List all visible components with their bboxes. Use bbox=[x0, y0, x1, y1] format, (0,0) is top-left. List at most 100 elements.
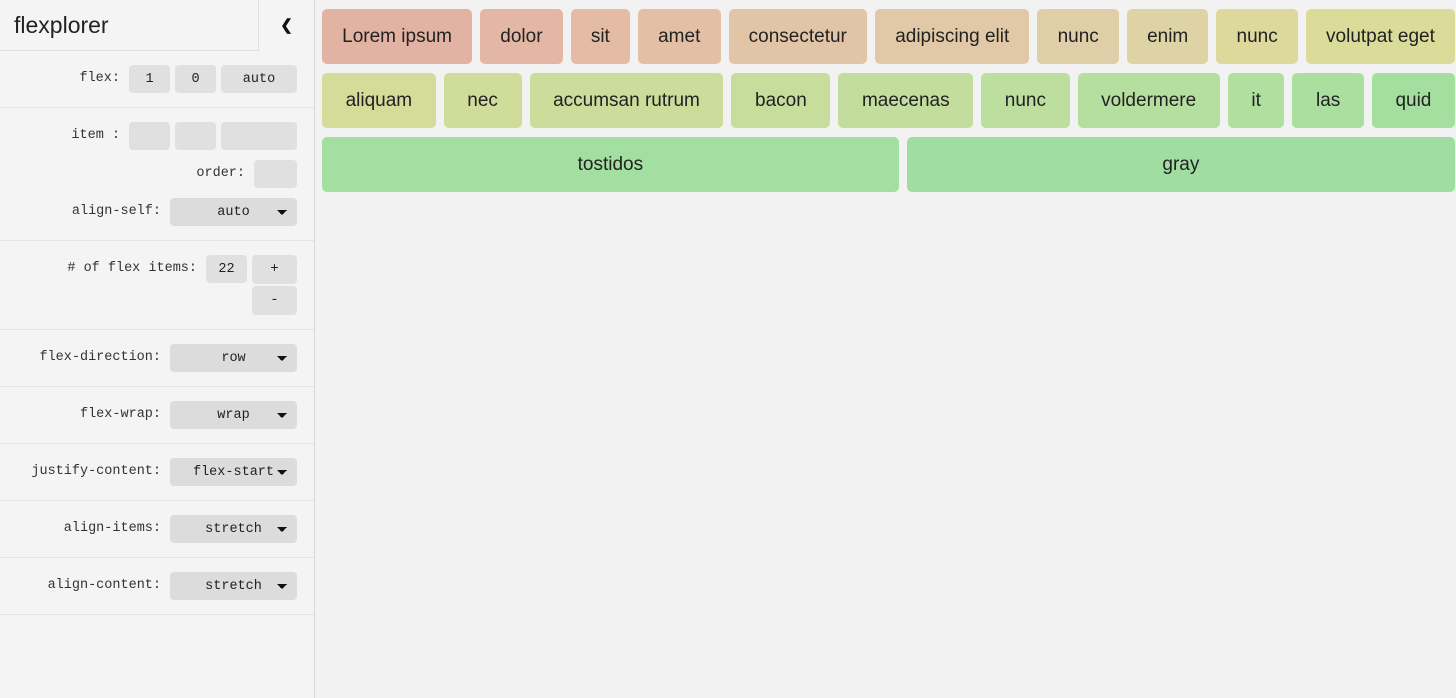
flex-item-label: nec bbox=[467, 89, 498, 111]
sidebar-collapse-button[interactable]: ❮ bbox=[258, 0, 314, 51]
order-input[interactable] bbox=[254, 160, 297, 188]
flex-wrap-select[interactable]: nowrapwrapwrap-reverse bbox=[170, 401, 297, 429]
control-label: item : bbox=[71, 128, 120, 143]
flex-item-label: Lorem ipsum bbox=[342, 25, 452, 47]
sidebar-section-align-content: align-content: flex-startflex-endcentersp… bbox=[0, 558, 314, 615]
flex-item-label: accumsan rutrum bbox=[553, 89, 700, 111]
control-row: item : bbox=[0, 117, 314, 155]
sidebar: flexplorer ❮ flex: item : order: align-self… bbox=[0, 0, 315, 698]
control-group: flex-startflex-endcenterbaselinestretch bbox=[170, 515, 297, 543]
sidebar-section-flex-shorthand: flex: bbox=[0, 51, 314, 108]
flex-item-label: it bbox=[1251, 89, 1261, 111]
control-label: align-self: bbox=[71, 204, 161, 219]
flex-item[interactable]: gray bbox=[906, 137, 1456, 192]
flex-item-label: consectetur bbox=[748, 25, 847, 47]
control-group bbox=[129, 122, 297, 150]
flex-item-label: maecenas bbox=[861, 89, 950, 111]
flex-item-label: gray bbox=[1162, 153, 1200, 175]
control-row: # of flex items: +- bbox=[0, 250, 314, 320]
item-grow-input[interactable] bbox=[129, 122, 170, 150]
flex-item[interactable]: bacon bbox=[731, 73, 831, 128]
flex-container: Lorem ipsum dolor sit amet consectetur adipis… bbox=[322, 9, 1456, 192]
flex-item-label: aliquam bbox=[345, 89, 413, 111]
control-group: flex-startflex-endcenterspace-betweenspa… bbox=[170, 458, 297, 486]
flex-item[interactable]: nunc bbox=[1216, 9, 1298, 64]
flex-item-label: tostidos bbox=[577, 153, 644, 175]
control-group bbox=[129, 65, 297, 93]
flex-item-label: quid bbox=[1395, 89, 1432, 111]
flex-item-label: bacon bbox=[755, 89, 807, 111]
control-group: rowrow-reversecolumncolumn-reverse bbox=[170, 344, 297, 372]
control-label: flex-wrap: bbox=[79, 407, 161, 422]
flex-item[interactable]: adipiscing elit bbox=[875, 9, 1030, 64]
counter-buttons: +- bbox=[252, 255, 297, 315]
flex-item[interactable]: maecenas bbox=[838, 73, 974, 128]
control-group: nowrapwrapwrap-reverse bbox=[170, 401, 297, 429]
flex-item[interactable]: dolor bbox=[480, 9, 563, 64]
flex-item[interactable]: quid bbox=[1371, 73, 1455, 128]
flex-item[interactable]: nunc bbox=[981, 73, 1070, 128]
flex-item-label: enim bbox=[1147, 25, 1189, 47]
flex-item[interactable]: it bbox=[1227, 73, 1285, 128]
flex-item[interactable]: amet bbox=[637, 9, 721, 64]
sidebar-section-align-items: align-items: flex-startflex-endcenterbase… bbox=[0, 501, 314, 558]
flex-item[interactable]: Lorem ipsum bbox=[322, 9, 473, 64]
align-content-select[interactable]: flex-startflex-endcenterspace-betweenspa… bbox=[170, 572, 297, 600]
flex-grow-input[interactable] bbox=[129, 65, 170, 93]
control-label: order: bbox=[196, 166, 245, 181]
chevron-left-icon: ❮ bbox=[280, 17, 293, 34]
control-label: # of flex items: bbox=[67, 261, 197, 276]
flex-item[interactable]: tostidos bbox=[322, 137, 899, 192]
flex-item[interactable]: voldermere bbox=[1077, 73, 1220, 128]
flex-item-count-input[interactable] bbox=[206, 255, 247, 283]
flex-item[interactable]: sit bbox=[570, 9, 630, 64]
flex-item[interactable]: nunc bbox=[1037, 9, 1119, 64]
item-shrink-input[interactable] bbox=[175, 122, 216, 150]
sidebar-section-item-properties: item : order: align-self: autoflex-startfle… bbox=[0, 108, 314, 241]
flex-item-label: las bbox=[1316, 89, 1341, 111]
control-row: flex: bbox=[0, 60, 314, 98]
flex-item-label: voldermere bbox=[1101, 89, 1197, 111]
flex-item[interactable]: nec bbox=[443, 73, 522, 128]
align-self-select[interactable]: autoflex-startflex-endcenterbaselinestre… bbox=[170, 198, 297, 226]
control-row: flex-direction: rowrow-reversecolumncolum… bbox=[0, 339, 314, 377]
control-group: autoflex-startflex-endcenterbaselinestre… bbox=[170, 198, 297, 226]
flex-item-label: sit bbox=[590, 25, 610, 47]
sidebar-section-flex-direction: flex-direction: rowrow-reversecolumncolum… bbox=[0, 330, 314, 387]
control-row: align-self: autoflex-startflex-endcenterb… bbox=[0, 193, 314, 231]
control-row: flex-wrap: nowrapwrapwrap-reverse bbox=[0, 396, 314, 434]
control-row: align-content: flex-startflex-endcentersp… bbox=[0, 567, 314, 605]
control-row: order: bbox=[0, 155, 314, 193]
decrement-items-button[interactable]: - bbox=[252, 286, 297, 315]
item-basis-input[interactable] bbox=[221, 122, 297, 150]
control-group: flex-startflex-endcenterspace-betweenspa… bbox=[170, 572, 297, 600]
control-label: align-items: bbox=[63, 521, 161, 536]
control-label: justify-content: bbox=[31, 464, 161, 479]
increment-items-button[interactable]: + bbox=[252, 255, 297, 284]
flex-item-label: nunc bbox=[1004, 89, 1046, 111]
flex-item-label: dolor bbox=[500, 25, 543, 47]
flex-shrink-input[interactable] bbox=[175, 65, 216, 93]
main-content: Lorem ipsum dolor sit amet consectetur adipis… bbox=[315, 0, 1456, 698]
flex-item[interactable]: volutpat eget bbox=[1305, 9, 1456, 64]
justify-content-select[interactable]: flex-startflex-endcenterspace-betweenspa… bbox=[170, 458, 297, 486]
control-label: flex: bbox=[79, 71, 120, 86]
control-group bbox=[254, 160, 297, 188]
flex-item[interactable]: las bbox=[1292, 73, 1364, 128]
control-group: +- bbox=[206, 255, 297, 315]
control-label: flex-direction: bbox=[39, 350, 161, 365]
app-title: flexplorer bbox=[14, 11, 109, 38]
sidebar-section-flex-wrap: flex-wrap: nowrapwrapwrap-reverse bbox=[0, 387, 314, 444]
flex-item[interactable]: enim bbox=[1126, 9, 1209, 64]
flex-item-label: nunc bbox=[1236, 25, 1278, 47]
flex-basis-input[interactable] bbox=[221, 65, 297, 93]
align-items-select[interactable]: flex-startflex-endcenterbaselinestretch bbox=[170, 515, 297, 543]
flex-item[interactable]: accumsan rutrum bbox=[529, 73, 724, 128]
flex-item[interactable]: consectetur bbox=[728, 9, 868, 64]
flex-item-label: volutpat eget bbox=[1326, 25, 1435, 47]
flex-item[interactable]: aliquam bbox=[322, 73, 436, 128]
sidebar-section-justify-content: justify-content: flex-startflex-endcenter… bbox=[0, 444, 314, 501]
control-label: align-content: bbox=[47, 578, 161, 593]
flex-direction-select[interactable]: rowrow-reversecolumncolumn-reverse bbox=[170, 344, 297, 372]
